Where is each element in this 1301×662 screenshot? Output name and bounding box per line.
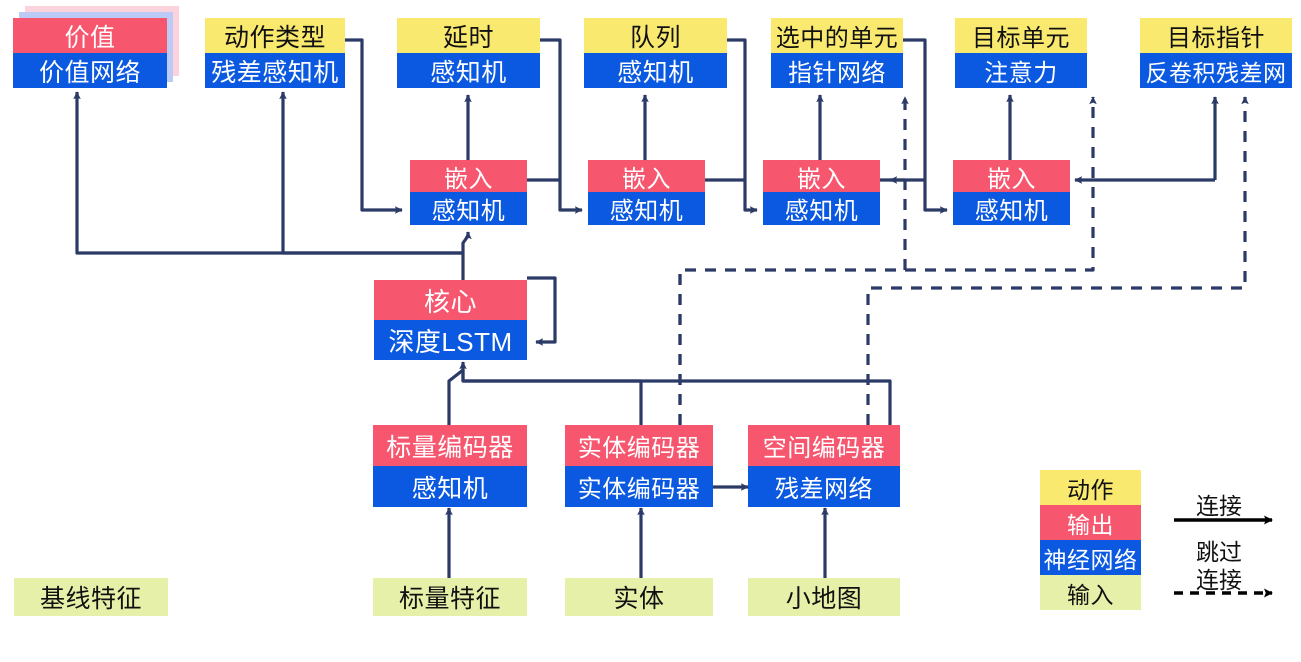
node-embed-2-bottom: 感知机: [588, 192, 705, 225]
node-selected-units[interactable]: 选中的单元 指针网络: [771, 18, 903, 88]
node-embed-4[interactable]: 嵌入 感知机: [953, 160, 1070, 225]
node-target-point-top: 目标指针: [1140, 18, 1292, 53]
node-input-minimap-label: 小地图: [748, 578, 900, 616]
legend-swatch-action: 动作: [1040, 470, 1141, 505]
node-action-type-top: 动作类型: [205, 18, 345, 53]
node-target-point-bottom: 反卷积残差网: [1140, 53, 1292, 88]
node-embed-4-top: 嵌入: [953, 160, 1070, 193]
node-selected-units-top: 选中的单元: [771, 18, 903, 53]
node-input-minimap[interactable]: 小地图: [748, 578, 900, 616]
node-target-unit[interactable]: 目标单元 注意力: [955, 18, 1087, 88]
node-queue[interactable]: 队列 感知机: [584, 18, 727, 88]
node-value[interactable]: 价值 价值网络: [13, 18, 167, 88]
node-entity-encoder-top: 实体编码器: [565, 425, 713, 466]
node-embed-4-bottom: 感知机: [953, 192, 1070, 225]
legend-swatch-network: 神经网络: [1040, 540, 1141, 575]
node-selected-units-bottom: 指针网络: [771, 53, 903, 88]
node-input-entities[interactable]: 实体: [565, 578, 713, 616]
node-embed-3-top: 嵌入: [763, 160, 880, 193]
node-entity-encoder[interactable]: 实体编码器 实体编码器: [565, 425, 713, 507]
node-target-unit-top: 目标单元: [955, 18, 1087, 53]
node-embed-3-bottom: 感知机: [763, 192, 880, 225]
legend-swatches: 动作 输出 神经网络 输入: [1040, 470, 1141, 610]
node-input-baseline-features[interactable]: 基线特征: [14, 578, 168, 616]
node-spatial-encoder-top: 空间编码器: [748, 425, 900, 466]
node-delay[interactable]: 延时 感知机: [397, 18, 540, 88]
node-value-top: 价值: [13, 18, 167, 53]
node-queue-bottom: 感知机: [584, 53, 727, 88]
node-action-type[interactable]: 动作类型 残差感知机: [205, 18, 345, 88]
node-core-top: 核心: [374, 280, 527, 320]
legend-arrow-glyphs: [1174, 515, 1273, 598]
node-input-scalar-features[interactable]: 标量特征: [373, 578, 527, 616]
node-embed-3[interactable]: 嵌入 感知机: [763, 160, 880, 225]
node-target-unit-bottom: 注意力: [955, 53, 1087, 88]
node-queue-top: 队列: [584, 18, 727, 53]
node-input-scalar-features-label: 标量特征: [373, 578, 527, 616]
node-input-baseline-features-label: 基线特征: [14, 578, 168, 616]
node-delay-top: 延时: [397, 18, 540, 53]
node-entity-encoder-bottom: 实体编码器: [565, 466, 713, 507]
legend-swatch-output: 输出: [1040, 505, 1141, 540]
node-embed-2-top: 嵌入: [588, 160, 705, 193]
node-input-entities-label: 实体: [565, 578, 713, 616]
legend-swatch-input: 输入: [1040, 575, 1141, 610]
legend-connection-label: 连接: [1196, 493, 1242, 519]
legend-skip-label-line2: 连接: [1196, 567, 1242, 593]
node-scalar-encoder[interactable]: 标量编码器 感知机: [373, 425, 527, 507]
node-core-bottom: 深度LSTM: [374, 320, 527, 360]
node-embed-1[interactable]: 嵌入 感知机: [410, 160, 527, 225]
node-embed-2[interactable]: 嵌入 感知机: [588, 160, 705, 225]
node-spatial-encoder[interactable]: 空间编码器 残差网络: [748, 425, 900, 507]
node-embed-1-bottom: 感知机: [410, 192, 527, 225]
node-delay-bottom: 感知机: [397, 53, 540, 88]
legend-skip-label-line1: 跳过: [1196, 539, 1242, 565]
node-core[interactable]: 核心 深度LSTM: [374, 280, 527, 360]
node-scalar-encoder-top: 标量编码器: [373, 425, 527, 466]
node-action-type-bottom: 残差感知机: [205, 53, 345, 88]
node-target-point[interactable]: 目标指针 反卷积残差网: [1140, 18, 1292, 88]
node-embed-1-top: 嵌入: [410, 160, 527, 193]
node-spatial-encoder-bottom: 残差网络: [748, 466, 900, 507]
node-scalar-encoder-bottom: 感知机: [373, 466, 527, 507]
node-value-bottom: 价值网络: [13, 53, 167, 88]
